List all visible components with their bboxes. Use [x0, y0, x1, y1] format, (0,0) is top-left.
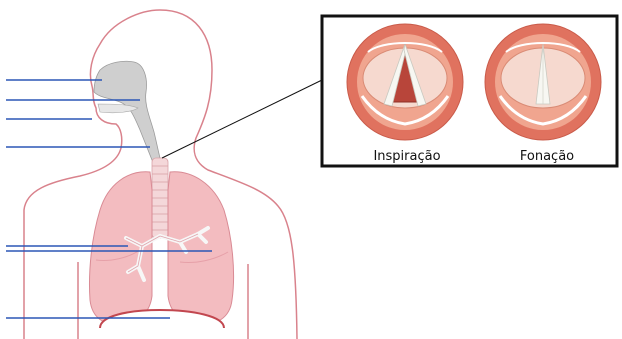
trachea: [152, 158, 168, 238]
right-lung: [168, 172, 234, 324]
caption-inspiracao: Inspiração: [373, 149, 440, 164]
inset-pointer-line: [162, 80, 322, 158]
upper-airway: [94, 61, 160, 160]
vocal-cords-inset: Inspiração Fonação: [322, 16, 617, 166]
caption-fonacao: Fonação: [520, 149, 574, 164]
vocal-cords-open: [347, 24, 463, 140]
vocal-cords-closed: [485, 24, 601, 140]
